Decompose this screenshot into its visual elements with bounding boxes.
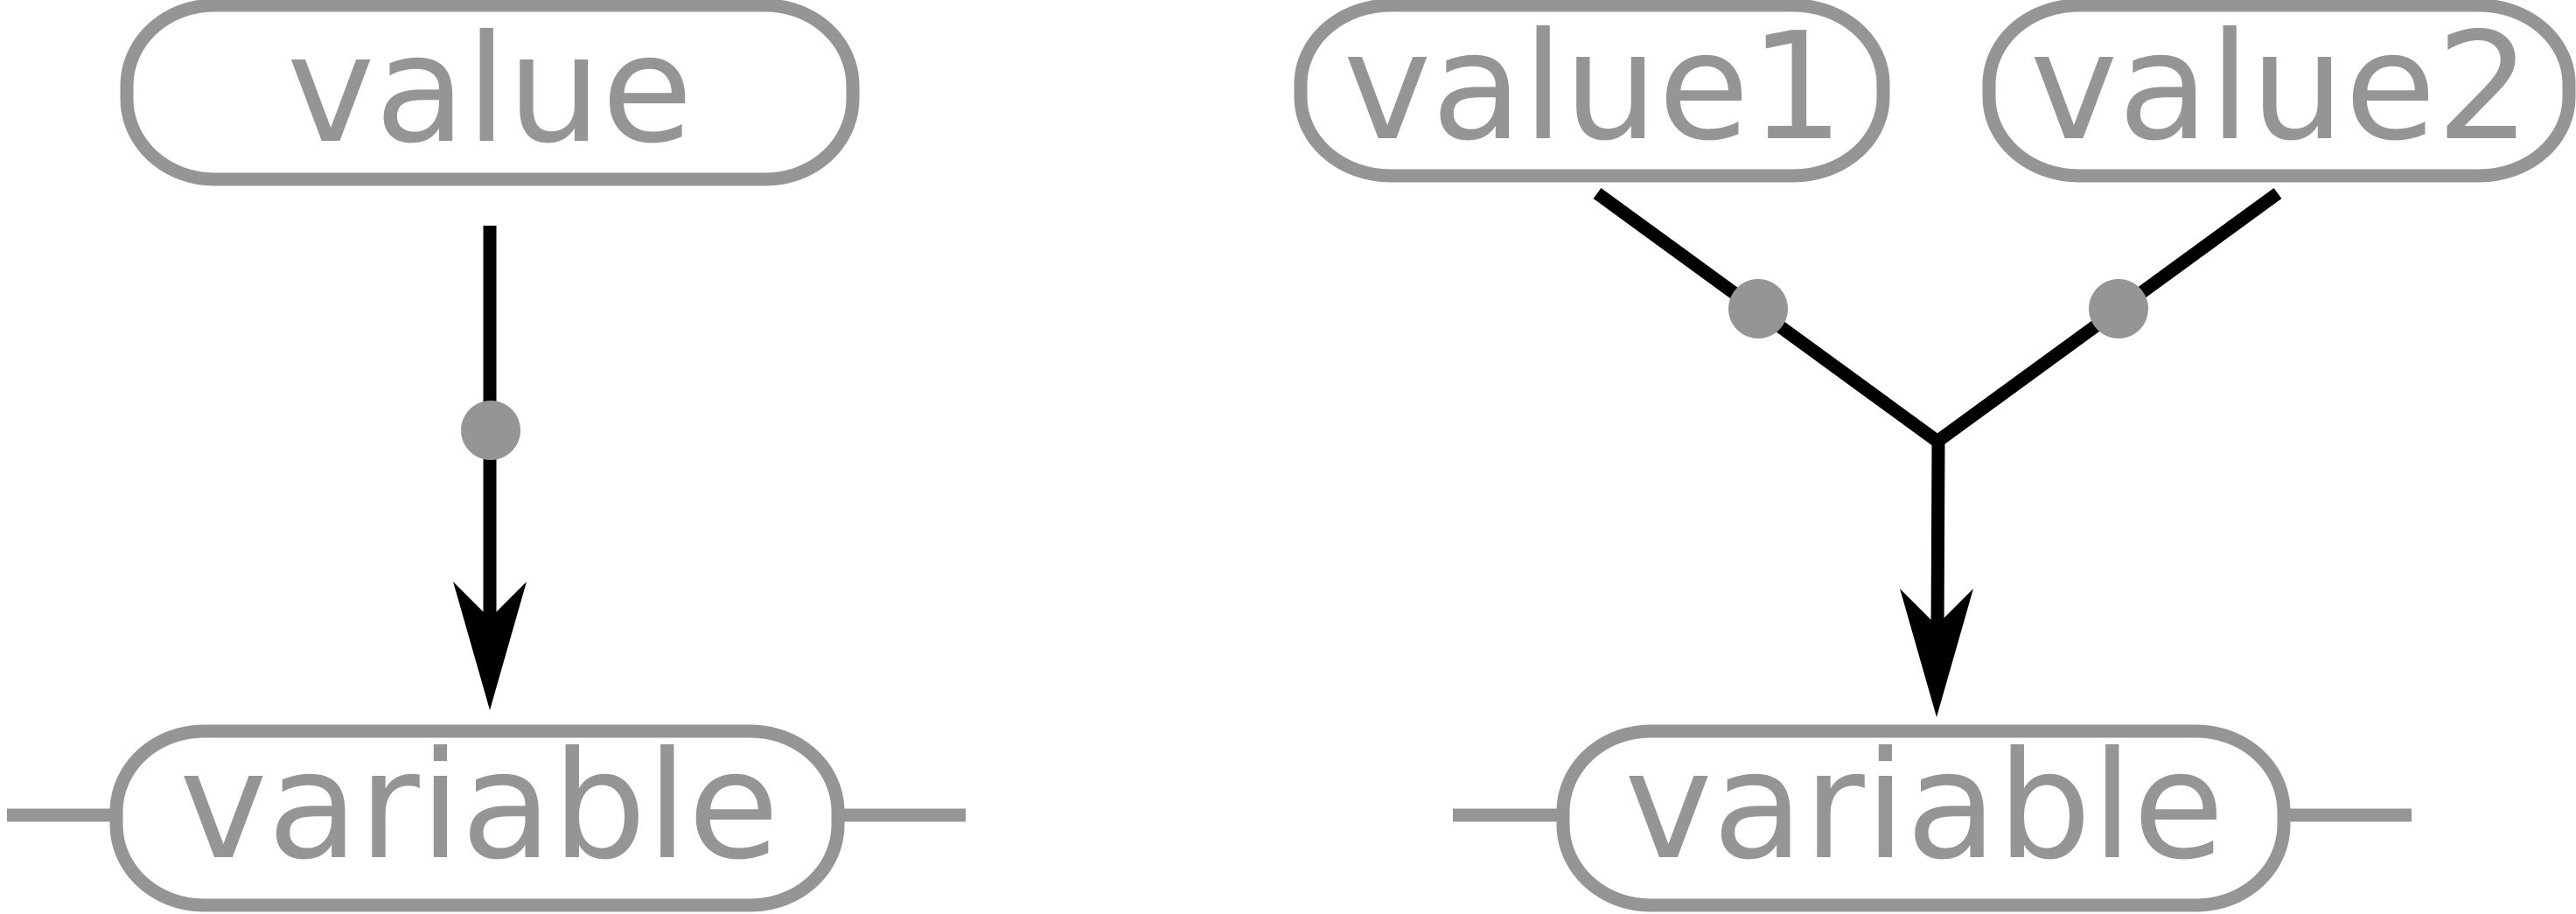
right-source-node-1: value1 [1294, 0, 1890, 183]
right-source-node-1-label: value1 [1344, 1, 1845, 174]
right-edges [1593, 187, 2282, 717]
left-edge-dot [461, 401, 520, 460]
right-arrowhead-icon [1900, 589, 1973, 717]
right-edge-2-dot [2089, 279, 2148, 338]
right-target-node-shape [1556, 724, 2291, 912]
left-target-node: variable [7, 720, 966, 912]
left-source-node-label: value [287, 3, 693, 177]
left-diagram: value variable [7, 0, 966, 912]
right-source-node-2: value2 [1982, 0, 2576, 183]
right-source-node-2-shape [1982, 0, 2576, 183]
right-diagram: value1 value2 variable [1294, 0, 2576, 912]
right-target-node-label: variable [1624, 720, 2224, 893]
left-arrowhead-icon [453, 582, 527, 710]
right-edge-1-dot [1728, 279, 1788, 338]
left-target-node-label: variable [179, 720, 779, 893]
right-merged-edge-line [1930, 436, 1945, 638]
left-source-node: value [120, 0, 860, 186]
left-source-node-shape [120, 0, 860, 186]
right-target-node: variable [1453, 720, 2412, 912]
left-target-node-shape [109, 724, 845, 912]
right-source-node-1-shape [1294, 0, 1890, 183]
left-edge [453, 226, 527, 710]
right-source-node-2-label: value2 [2030, 1, 2531, 174]
